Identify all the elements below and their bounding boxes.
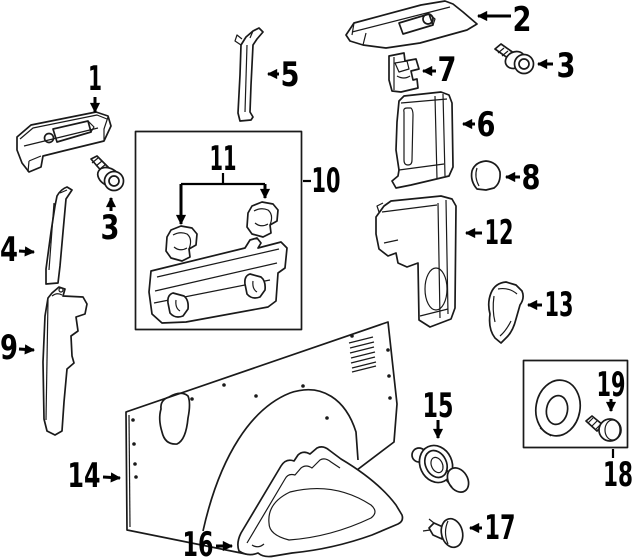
callout-3-right[interactable]: 3 — [536, 46, 576, 86]
callout-10[interactable]: 10 — [303, 161, 341, 201]
callout-6-label[interactable]: 6 — [477, 105, 496, 145]
callout-17-label[interactable]: 17 — [485, 508, 516, 548]
callout-3-left-label[interactable]: 3 — [101, 208, 120, 248]
callout-12[interactable]: 12 — [464, 213, 514, 253]
callout-14-label[interactable]: 14 — [68, 456, 101, 496]
callout-19[interactable]: 19 — [597, 365, 626, 413]
callout-16[interactable]: 16 — [183, 525, 234, 558]
callout-13[interactable]: 13 — [526, 285, 574, 325]
callout-1-label[interactable]: 1 — [88, 59, 102, 99]
callout-1[interactable]: 1 — [88, 59, 102, 114]
callout-17[interactable]: 17 — [468, 508, 516, 548]
callout-10-label[interactable]: 10 — [312, 161, 341, 201]
callout-8-label[interactable]: 8 — [522, 158, 541, 198]
callout-13-label[interactable]: 13 — [545, 285, 574, 325]
part-14-side-panel-illustration — [125, 321, 398, 555]
callout-5-label[interactable]: 5 — [281, 55, 300, 95]
part-6-pillar-panel-illustration — [391, 91, 454, 189]
group-box-18 — [522, 359, 629, 449]
callout-9-label[interactable]: 9 — [0, 328, 18, 368]
callout-15[interactable]: 15 — [423, 386, 454, 440]
part-2-scuff-plate-illustration — [345, 0, 478, 49]
part-3-screw-left-illustration — [90, 155, 125, 192]
callout-7[interactable]: 7 — [421, 50, 457, 90]
callout-14[interactable]: 14 — [68, 456, 122, 496]
callout-7-label[interactable]: 7 — [438, 50, 457, 90]
part-9-quarter-trim-illustration — [42, 286, 88, 436]
part-5-pillar-trim-illustration — [234, 27, 264, 122]
callout-8[interactable]: 8 — [504, 158, 541, 198]
callout-18[interactable]: 18 — [603, 449, 633, 495]
part-3-screw-right-illustration — [494, 43, 535, 75]
callout-11-label[interactable]: 11 — [210, 139, 237, 179]
callout-18-label[interactable]: 18 — [603, 455, 633, 495]
part-4-pillar-trim-illustration — [45, 186, 73, 285]
part-13-bracket-illustration — [487, 281, 524, 344]
part-8-cap-illustration — [470, 160, 501, 191]
part-7-retainer-illustration — [388, 52, 420, 93]
group-box-10 — [134, 130, 303, 331]
callout-6[interactable]: 6 — [461, 105, 496, 145]
callout-9[interactable]: 9 — [0, 328, 36, 368]
callout-2-label[interactable]: 2 — [513, 0, 532, 40]
callout-5[interactable]: 5 — [266, 55, 300, 95]
part-12-quarter-panel-illustration — [375, 195, 457, 328]
part-17-clip-illustration — [422, 517, 464, 549]
callout-19-label[interactable]: 19 — [597, 365, 626, 405]
callout-15-label[interactable]: 15 — [423, 386, 454, 426]
callout-12-label[interactable]: 12 — [485, 213, 514, 253]
callout-2[interactable]: 2 — [476, 0, 532, 40]
callout-3-left[interactable]: 3 — [101, 196, 120, 248]
callout-4[interactable]: 4 — [0, 230, 36, 270]
callout-11[interactable]: 11 — [175, 139, 271, 226]
part-1-scuff-plate-illustration — [16, 111, 112, 173]
part-15-fastener-illustration — [411, 444, 470, 493]
callout-4-label[interactable]: 4 — [0, 230, 18, 270]
callout-16-label[interactable]: 16 — [183, 525, 214, 558]
callout-3-right-label[interactable]: 3 — [557, 46, 576, 86]
part-16-wheelhouse-cover-illustration — [237, 446, 404, 558]
